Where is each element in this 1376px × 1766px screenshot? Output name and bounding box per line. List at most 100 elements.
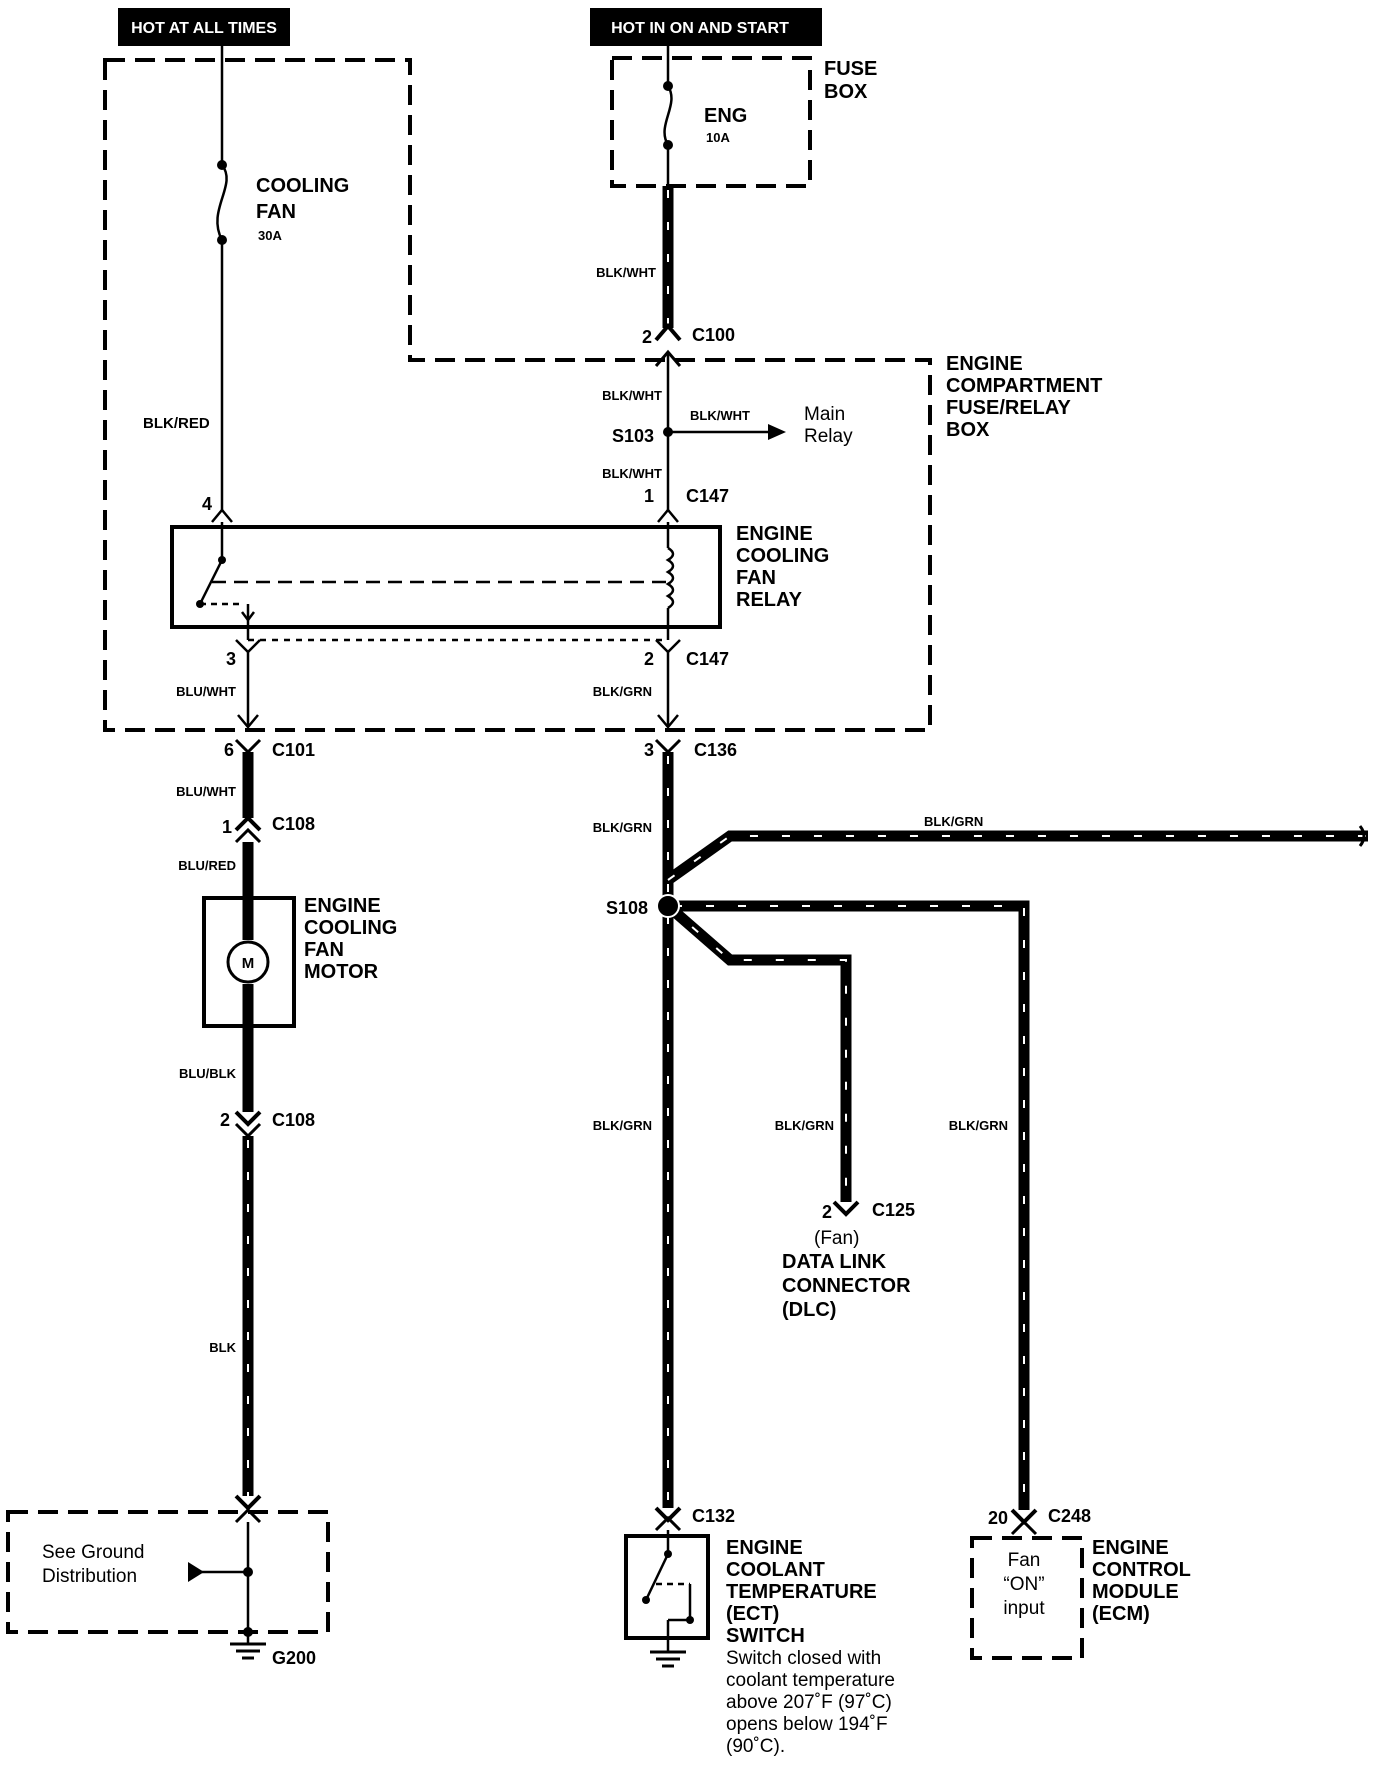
eng-fuse-rating: 10A [706,130,730,145]
ect-ground-symbol [650,1650,686,1668]
fan-motor-label-3: FAN [304,939,344,961]
header-hot-in-on-and-start: HOT IN ON AND START [590,8,822,46]
ecm-label-4: (ECM) [1092,1603,1150,1625]
svg-text:HOT AT ALL TIMES: HOT AT ALL TIMES [131,20,277,37]
s108-label: S108 [606,898,648,918]
relay-label-1: ENGINE [736,523,813,545]
relay-pin-4: 4 [202,494,212,514]
relay-label-3: FAN [736,567,776,589]
c101-terminal [237,714,259,729]
wire-label-blk-grn-1: BLK/GRN [593,684,652,699]
ecm-label-3: MODULE [1092,1581,1179,1603]
relay-label-4: RELAY [736,589,803,611]
eng-fuse-symbol [663,85,673,146]
dlc-label-3: (DLC) [782,1299,836,1321]
c147-pin1: 1 [644,486,654,506]
ground-label-1: See Ground [42,1542,144,1563]
ect-label-3: TEMPERATURE [726,1581,877,1603]
dlc-sub-label: (Fan) [814,1228,859,1249]
g200-ground-symbol [230,1627,266,1660]
c125-label: C125 [872,1200,915,1220]
wire-label-blk-grn-6: BLK/GRN [949,1118,1008,1133]
ect-note-1: Switch closed with [726,1648,881,1669]
c125-pin: 2 [822,1202,832,1222]
ground-label-2: Distribution [42,1566,137,1587]
c108-pin2: 2 [220,1110,230,1130]
ect-note-2: coolant temperature [726,1670,895,1691]
relay-coil [665,546,675,610]
wire-label-blu-wht-2: BLU/WHT [176,784,236,799]
ect-note-5: (90˚C). [726,1736,785,1757]
svg-text:M: M [242,955,255,972]
main-relay-label-1: Main [804,404,845,425]
wire-label-blu-red: BLU/RED [178,858,236,873]
c248-label: C248 [1048,1506,1091,1526]
wire-label-blu-wht-1: BLU/WHT [176,684,236,699]
ground-distribution-arrow [188,1562,204,1582]
fuse-box-label-1: FUSE [824,58,877,80]
fan-motor-label-1: ENGINE [304,895,381,917]
ground-distribution-box [6,1510,330,1634]
wire-label-blu-blk: BLU/BLK [179,1066,237,1081]
ecm-label-2: CONTROL [1092,1559,1191,1581]
wire-label-blk-grn-2: BLK/GRN [593,820,652,835]
c136-pin: 3 [644,740,654,760]
ect-note-4: opens below 194˚F [726,1714,888,1735]
ecm-label-1: ENGINE [1092,1537,1169,1559]
c108-pin1-terminal [234,815,262,832]
cooling-fan-fuse-label-1: COOLING [256,175,349,197]
c147-pin2-terminal [655,639,681,654]
wire-label-blk-wht-2: BLK/WHT [602,388,662,403]
main-relay-arrow [768,424,786,440]
g200-connector [234,1494,262,1511]
engine-compartment-box-outline [103,58,932,732]
ect-note-3: above 207˚F (97˚C) [726,1692,892,1713]
svg-text:HOT IN ON AND START: HOT IN ON AND START [611,20,789,37]
cooling-fan-fuse-symbol [216,164,228,241]
cooling-fan-fuse-label-2: FAN [256,201,296,223]
c147-label-2: C147 [686,649,729,669]
relay-pin-3: 3 [226,649,236,669]
c136-terminal [657,714,679,729]
engine-cooling-fan-relay [170,525,722,629]
relay-label-2: COOLING [736,545,829,567]
fuse-box-outline [610,56,812,188]
wire-label-blk-wht-4: BLK/WHT [602,466,662,481]
wire-label-blk: BLK [209,1340,236,1355]
wire-label-blk-grn-3: BLK/GRN [924,814,983,829]
c147-pin2: 2 [644,649,654,669]
eng-fuse-label: ENG [704,105,747,127]
c136-label: C136 [694,740,737,760]
c108-pin2-terminal [234,1110,262,1127]
c108-label-2: C108 [272,1110,315,1130]
wire-label-blk-grn-4: BLK/GRN [593,1118,652,1133]
c100-label: C100 [692,325,735,345]
fan-motor-label-2: COOLING [304,917,397,939]
wire-label-blk-wht-1: BLK/WHT [596,265,656,280]
c108-label-1: C108 [272,814,315,834]
c132-label: C132 [692,1506,735,1526]
engine-compartment-label-2: COMPARTMENT [946,375,1102,397]
engine-compartment-label-4: BOX [946,419,990,441]
c147-label-1: C147 [686,486,729,506]
c100-pin: 2 [642,327,652,347]
harness-break [1358,825,1366,847]
relay-pin4-terminal [211,508,233,523]
wire-label-blk-red: BLK/RED [143,415,210,432]
ecm-input-3: input [1003,1598,1045,1619]
c108-pin1: 1 [222,817,232,837]
ect-label-4: (ECT) [726,1603,779,1625]
ecm-input-2: “ON” [1003,1574,1044,1595]
c125-terminal [832,1200,860,1217]
motor-symbol [226,940,270,984]
g200-label: G200 [272,1648,316,1668]
fuse-box-label-2: BOX [824,81,868,103]
ect-label-2: COOLANT [726,1559,825,1581]
c147-pin1-terminal [657,508,679,523]
relay-pin3-terminal [235,639,261,654]
ect-switch-arm [644,1553,670,1601]
dlc-label-2: CONNECTOR [782,1275,911,1297]
c101-label: C101 [272,740,315,760]
engine-compartment-label-3: FUSE/RELAY [946,397,1072,419]
